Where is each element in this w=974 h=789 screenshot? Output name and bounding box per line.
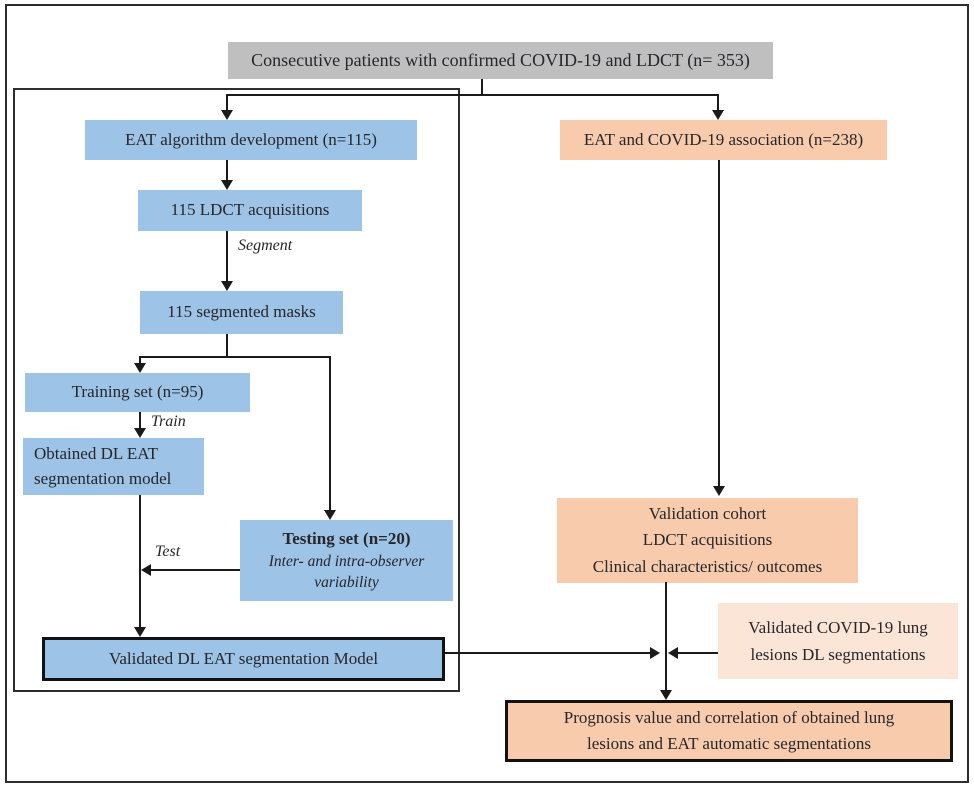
root-box-label: Consecutive patients with confirmed COVI… (251, 50, 750, 71)
figure-frame (5, 4, 969, 783)
arrowhead-ldct-masks (221, 281, 233, 291)
lesions-segmentations-box: Validated COVID-19 lung lesions DL segme… (718, 603, 958, 679)
prognosis-box: Prognosis value and correlation of obtai… (505, 700, 953, 762)
obtained-model-line1: Obtained DL EAT (34, 443, 159, 463)
connector-masks-stub (226, 334, 228, 358)
ldct-acquisitions-label: 115 LDCT acquisitions (170, 200, 330, 220)
arrowhead-validated-merge (650, 647, 660, 659)
connector-algo-ldct (226, 160, 228, 182)
arrowhead-test (141, 564, 151, 576)
segment-arrow-label: Segment (238, 237, 293, 254)
lesions-line1: Validated COVID-19 lung (748, 617, 928, 637)
arrowhead-lesions-merge (668, 647, 678, 659)
connector-branch-horizontal (226, 94, 719, 96)
arrowhead-algo-ldct (221, 180, 233, 190)
eat-algorithm-label: EAT algorithm development (n=115) (125, 129, 377, 149)
eat-algorithm-box: EAT algorithm development (n=115) (85, 120, 417, 160)
prognosis-line1: Prognosis value and correlation of obtai… (563, 707, 895, 727)
arrowhead-association-validation (713, 486, 725, 496)
testing-set-sub1: Inter- and intra-observer (268, 552, 425, 570)
left-panel-frame (13, 88, 460, 692)
association-label: EAT and COVID-19 association (n=238) (583, 129, 864, 149)
connector-validation-prognosis (665, 582, 667, 692)
prognosis-line2: lesions and EAT automatic segmentations (587, 734, 871, 753)
validated-model-label: Validated DL EAT segmentation Model (108, 648, 379, 668)
arrowhead-train (134, 428, 146, 438)
obtained-model-line2: segmentation model (34, 468, 172, 488)
testing-set-title: Testing set (n=20) (282, 529, 411, 549)
validation-cohort-line1: Validation cohort (648, 503, 767, 523)
training-set-box: Training set (n=95) (25, 373, 250, 412)
connector-split-horizontal (139, 356, 331, 358)
validated-model-box: Validated DL EAT segmentation Model (42, 637, 445, 681)
ldct-acquisitions-box: 115 LDCT acquisitions (138, 190, 362, 231)
testing-set-sub2: variability (314, 573, 379, 591)
segmented-masks-box: 115 segmented masks (140, 291, 343, 334)
arrowhead-obtained-validated (134, 627, 146, 637)
test-arrow-label: Test (155, 543, 181, 560)
connector-train (139, 412, 141, 430)
lesions-line2: lesions DL segmentations (750, 645, 926, 664)
connector-split-right (329, 356, 331, 512)
validation-cohort-line3: Clinical characteristics/ outcomes (592, 556, 823, 576)
root-box: Consecutive patients with confirmed COVI… (228, 42, 773, 79)
connector-lesions-merge (678, 652, 718, 654)
validation-cohort-line2: LDCT acquisitions (642, 530, 773, 550)
connector-split-left (139, 356, 141, 365)
connector-association-validation (718, 160, 720, 488)
arrowhead-split-training (134, 363, 146, 373)
connector-branch-left (226, 94, 228, 112)
arrowhead-validation-prognosis (660, 690, 672, 700)
connector-obtained-validated (139, 495, 141, 629)
arrowhead-branch-left (221, 110, 233, 120)
training-set-label: Training set (n=95) (71, 382, 204, 402)
connector-ldct-masks (226, 231, 228, 283)
segmented-masks-label: 115 segmented masks (167, 302, 316, 322)
validation-cohort-box: Validation cohort LDCT acquisitions Clin… (557, 498, 858, 583)
connector-branch-right (717, 94, 719, 112)
arrowhead-split-testing (324, 510, 336, 520)
train-arrow-label: Train (151, 413, 186, 430)
connector-test (150, 569, 240, 571)
arrowhead-branch-right (712, 110, 724, 120)
testing-set-box: Testing set (n=20) Inter- and intra-obse… (240, 520, 453, 601)
obtained-model-box: Obtained DL EAT segmentation model (23, 438, 204, 495)
connector-root-stub (481, 79, 483, 95)
connector-validated-merge (445, 652, 651, 654)
association-box: EAT and COVID-19 association (n=238) (560, 120, 887, 160)
